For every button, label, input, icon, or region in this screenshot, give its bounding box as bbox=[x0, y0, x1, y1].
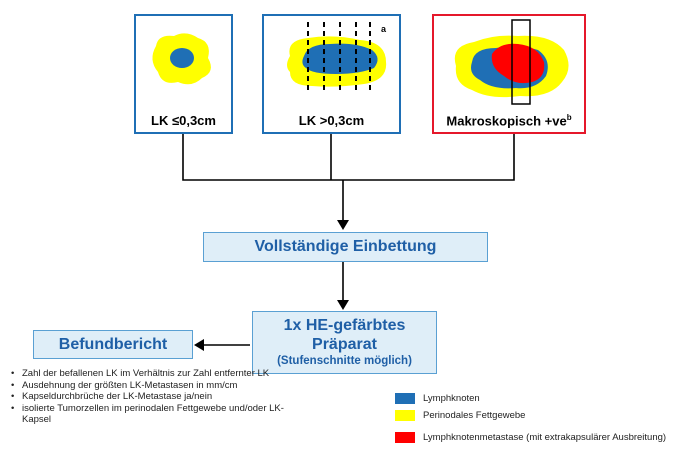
embedding-box: Vollständige Einbettung bbox=[203, 232, 488, 262]
report-item: isolierte Tumorzellen im perinodalen Fet… bbox=[11, 403, 292, 426]
metastasis-swatch bbox=[395, 432, 415, 443]
small-node-box: LK ≤0,3cm bbox=[134, 14, 233, 134]
report-title: Befundbericht bbox=[58, 335, 168, 353]
legend-label: Lymphknoten bbox=[423, 393, 480, 404]
legend-item-lymph-node: Lymphknoten bbox=[395, 393, 480, 404]
macroscopic-illustration bbox=[454, 19, 569, 105]
legend-item-fat-tissue: Perinodales Fettgewebe bbox=[395, 410, 525, 421]
he-stain-line2: Präparat bbox=[312, 336, 377, 353]
small-node-illustration bbox=[152, 33, 211, 85]
report-item: Ausdehnung der größten LK-Metastasen in … bbox=[11, 380, 292, 392]
report-item: Zahl der befallenen LK im Verhältnis zur… bbox=[11, 368, 292, 380]
large-node-illustration bbox=[287, 22, 387, 92]
macroscopic-label: Makroskopisch +veb bbox=[446, 112, 572, 128]
small-node-label: LK ≤0,3cm bbox=[151, 113, 216, 128]
fat-tissue-swatch bbox=[395, 410, 415, 421]
he-stain-line1: 1x HE-gefärbtes bbox=[283, 317, 406, 334]
large-node-label: LK >0,3cm bbox=[298, 113, 365, 128]
large-node-box: a LK >0,3cm bbox=[262, 14, 401, 134]
macroscopic-footnote: b bbox=[566, 112, 572, 122]
he-stain-box: 1x HE-gefärbtes Präparat (Stufenschnitte… bbox=[252, 311, 437, 374]
report-list: Zahl der befallenen LK im Verhältnis zur… bbox=[10, 368, 292, 426]
large-node-footnote: a bbox=[381, 24, 387, 34]
macroscopic-box: Makroskopisch +veb bbox=[432, 14, 586, 134]
lymph-node-swatch bbox=[395, 393, 415, 404]
legend-label: Lymphknotenmetastase (mit extrakapsuläre… bbox=[423, 432, 667, 443]
legend-label: Perinodales Fettgewebe bbox=[423, 410, 526, 421]
embedding-text: Vollständige Einbettung bbox=[254, 238, 437, 255]
legend-item-metastasis: Lymphknotenmetastase (mit extrakapsuläre… bbox=[395, 432, 666, 443]
report-item: Kapseldurchbrüche der LK-Metastase ja/ne… bbox=[11, 391, 292, 403]
he-stain-line3: (Stufenschnitte möglich) bbox=[277, 355, 412, 367]
report-box: Befundbericht bbox=[33, 330, 193, 359]
